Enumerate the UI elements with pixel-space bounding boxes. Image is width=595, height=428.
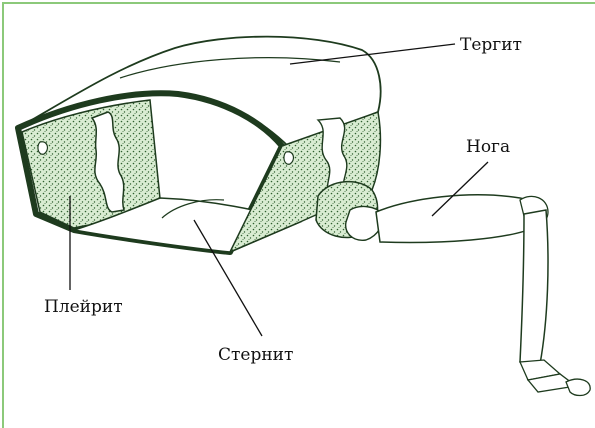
- pleurite-left-hole: [38, 142, 48, 155]
- label-leg: Нога: [466, 137, 510, 157]
- leg-tarsus-claw: [566, 379, 590, 395]
- label-pleurite: Плейрит: [44, 297, 123, 317]
- label-sternite: Стернит: [218, 345, 293, 365]
- pleurite-right-hole: [284, 152, 294, 165]
- label-tergite: Тергит: [460, 35, 522, 55]
- leg-femur: [376, 195, 542, 243]
- leg-tibia: [520, 210, 548, 364]
